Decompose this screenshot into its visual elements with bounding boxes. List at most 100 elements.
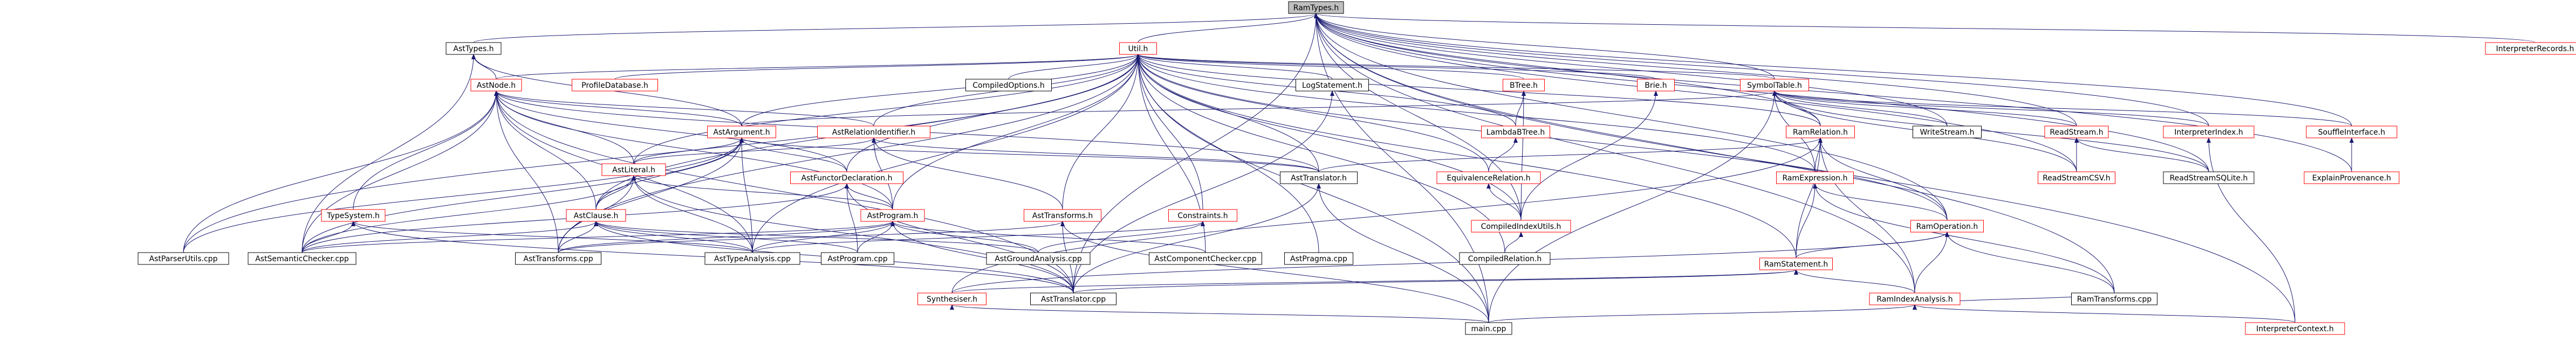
node-label: AstNode.h <box>477 81 516 90</box>
node-astnode-h[interactable]: AstNode.h <box>470 79 522 92</box>
node-box <box>2306 125 2397 138</box>
node-box <box>601 163 666 176</box>
edge-astparserutils-cpp-to-astnode-h <box>183 90 498 253</box>
node-box <box>2245 322 2345 335</box>
node-compiledoptions-h[interactable]: CompiledOptions.h <box>965 79 1052 92</box>
node-main-cpp[interactable]: main.cpp <box>1465 322 1512 335</box>
node-interpreterindex-h[interactable]: InterpreterIndex.h <box>2163 125 2255 138</box>
node-astclause-h[interactable]: AstClause.h <box>566 209 626 222</box>
edge-ramstatement-h-to-ramexpression-h <box>1796 183 1817 259</box>
node-asttranslator-cpp[interactable]: AstTranslator.cpp <box>1030 292 1116 305</box>
node-box <box>817 125 930 138</box>
node-ramtransforms-cpp[interactable]: RamTransforms.cpp <box>2071 292 2157 305</box>
node-compiledrelation-h[interactable]: CompiledRelation.h <box>1459 252 1551 265</box>
node-profiledatabase-h[interactable]: ProfileDatabase.h <box>572 79 658 92</box>
node-label: AstProgram.cpp <box>827 255 887 263</box>
edge-readstreamsqlite-h-to-symboltable-h <box>1772 90 2209 172</box>
node-label: AstTypes.h <box>453 45 494 53</box>
edge-asttypeanalysis-cpp-to-astprogram-h <box>752 221 895 253</box>
edge-compiledrelation-h-to-util-h <box>1136 54 1505 253</box>
node-label: InterpreterIndex.h <box>2174 128 2243 137</box>
node-ramindexanalysis-h[interactable]: RamIndexAnalysis.h <box>1869 292 1961 305</box>
edge-equivalencerelation-h-to-util-h <box>1136 54 1489 172</box>
node-util-h[interactable]: Util.h <box>1119 42 1157 55</box>
node-ramoperation-h[interactable]: RamOperation.h <box>1910 220 1984 233</box>
node-asttransforms-cpp[interactable]: AstTransforms.cpp <box>515 252 601 265</box>
node-label: CompiledRelation.h <box>1468 255 1542 263</box>
node-astfunctordeclaration-h[interactable]: AstFunctorDeclaration.h <box>790 171 903 184</box>
node-asttypeanalysis-cpp[interactable]: AstTypeAnalysis.cpp <box>704 252 800 265</box>
node-astpragma-cpp[interactable]: AstPragma.cpp <box>1284 252 1353 265</box>
node-box <box>1869 292 1961 305</box>
node-asttypes-h[interactable]: AstTypes.h <box>446 42 502 55</box>
edge-astgroundanalysis-cpp-to-astprogram-h <box>890 221 1039 253</box>
node-label: AstSemanticChecker.cpp <box>255 255 349 263</box>
node-astrelationidentifier-h[interactable]: AstRelationIdentifier.h <box>817 125 930 138</box>
node-box <box>248 252 357 265</box>
node-astparserutils-cpp[interactable]: AstParserUtils.cpp <box>138 252 229 265</box>
node-readstreamsqlite-h[interactable]: ReadStreamSQLite.h <box>2163 171 2255 184</box>
node-symboltable-h[interactable]: SymbolTable.h <box>1740 79 1809 92</box>
edge-synthesiser-h-to-ramoperation-h <box>951 232 1949 294</box>
node-box <box>1786 125 1855 138</box>
node-ramexpression-h[interactable]: RamExpression.h <box>1776 171 1854 184</box>
node-label: RamOperation.h <box>1916 222 1978 231</box>
node-btree-h[interactable]: BTree.h <box>1503 79 1545 92</box>
edge-astargument-h-to-astnode-h <box>494 90 742 127</box>
node-astprogram-h[interactable]: AstProgram.h <box>860 209 925 222</box>
node-interpreterrecords-h[interactable]: InterpreterRecords.h <box>2485 42 2576 55</box>
edge-astsemanticchecker-cpp-to-asttypes-h <box>302 54 476 253</box>
node-box <box>566 209 626 222</box>
node-asttranslator-h[interactable]: AstTranslator.h <box>1280 171 1358 184</box>
node-astliteral-h[interactable]: AstLiteral.h <box>601 163 666 176</box>
node-astsemanticchecker-cpp[interactable]: AstSemanticChecker.cpp <box>248 252 357 265</box>
node-label: BTree.h <box>1510 81 1538 90</box>
node-readstreamcsv-h[interactable]: ReadStreamCSV.h <box>2038 171 2115 184</box>
node-label: Constraints.h <box>1177 212 1228 220</box>
node-brie-h[interactable]: Brie.h <box>1637 79 1675 92</box>
edge-astsemanticchecker-cpp-to-astargument-h <box>302 137 744 253</box>
edge-brie-h-to-util-h <box>1136 54 1656 80</box>
node-lambdabtree-h[interactable]: LambdaBTree.h <box>1481 125 1550 138</box>
node-box <box>1296 79 1369 92</box>
edge-asttransforms-cpp-to-astprogram-h <box>558 221 895 253</box>
node-astcomponentchecker-cpp[interactable]: AstComponentChecker.cpp <box>1149 252 1262 265</box>
edge-asttransforms-cpp-to-astnode-h <box>494 90 559 253</box>
node-logstatement-h[interactable]: LogStatement.h <box>1296 79 1369 92</box>
node-box <box>1776 171 1854 184</box>
edge-asttranslator-cpp-to-astliteral-h <box>632 175 1074 294</box>
edge-astliteral-h-to-astargument-h <box>633 137 744 164</box>
node-astprogram-cpp[interactable]: AstProgram.cpp <box>821 252 894 265</box>
node-writestream-h[interactable]: WriteStream.h <box>1913 125 1982 138</box>
edge-readstream-h-to-symboltable-h <box>1772 90 2077 127</box>
node-readstream-h[interactable]: ReadStream.h <box>2044 125 2109 138</box>
node-label: SymbolTable.h <box>1747 81 1802 90</box>
node-box <box>704 252 800 265</box>
edge-ramrelation-h-to-symboltable-h <box>1772 90 1821 127</box>
node-asttransforms-h[interactable]: AstTransforms.h <box>1024 209 1101 222</box>
node-interpretercontext-h[interactable]: InterpreterContext.h <box>2245 322 2345 335</box>
edge-astfunctordeclaration-h-to-astargument-h <box>739 137 847 172</box>
edge-synthesiser-h-to-ramstatement-h <box>951 269 1798 294</box>
edge-astclause-h-to-astnode-h <box>494 90 597 210</box>
edge-astrelationidentifier-h-to-astnode-h <box>494 90 874 127</box>
node-synthesiser-h[interactable]: Synthesiser.h <box>917 292 986 305</box>
node-compiledindexutils-h[interactable]: CompiledIndexUtils.h <box>1471 220 1571 233</box>
node-astargument-h[interactable]: AstArgument.h <box>707 125 776 138</box>
node-ramstatement-h[interactable]: RamStatement.h <box>1759 257 1833 270</box>
node-ramtypes-h[interactable]: RamTypes.h <box>1288 1 1344 14</box>
node-equivalencerelation-h[interactable]: EquivalenceRelation.h <box>1436 171 1541 184</box>
node-box <box>986 252 1091 265</box>
edge-readstreamcsv-h-to-ramtypes-h <box>1314 13 2077 172</box>
node-ramrelation-h[interactable]: RamRelation.h <box>1786 125 1855 138</box>
node-label: AstLiteral.h <box>612 166 655 175</box>
node-souffleinterface-h[interactable]: SouffleInterface.h <box>2306 125 2397 138</box>
node-label: AstGroundAnalysis.cpp <box>995 255 1082 263</box>
edge-astcomponentchecker-cpp-to-astprogram-h <box>890 221 1206 253</box>
node-label: LogStatement.h <box>1302 81 1362 90</box>
node-astgroundanalysis-cpp[interactable]: AstGroundAnalysis.cpp <box>986 252 1091 265</box>
node-typesystem-h[interactable]: TypeSystem.h <box>321 209 386 222</box>
node-box <box>1910 220 1984 233</box>
node-constraints-h[interactable]: Constraints.h <box>1168 209 1237 222</box>
node-explainprovenance-h[interactable]: ExplainProvenance.h <box>2304 171 2400 184</box>
